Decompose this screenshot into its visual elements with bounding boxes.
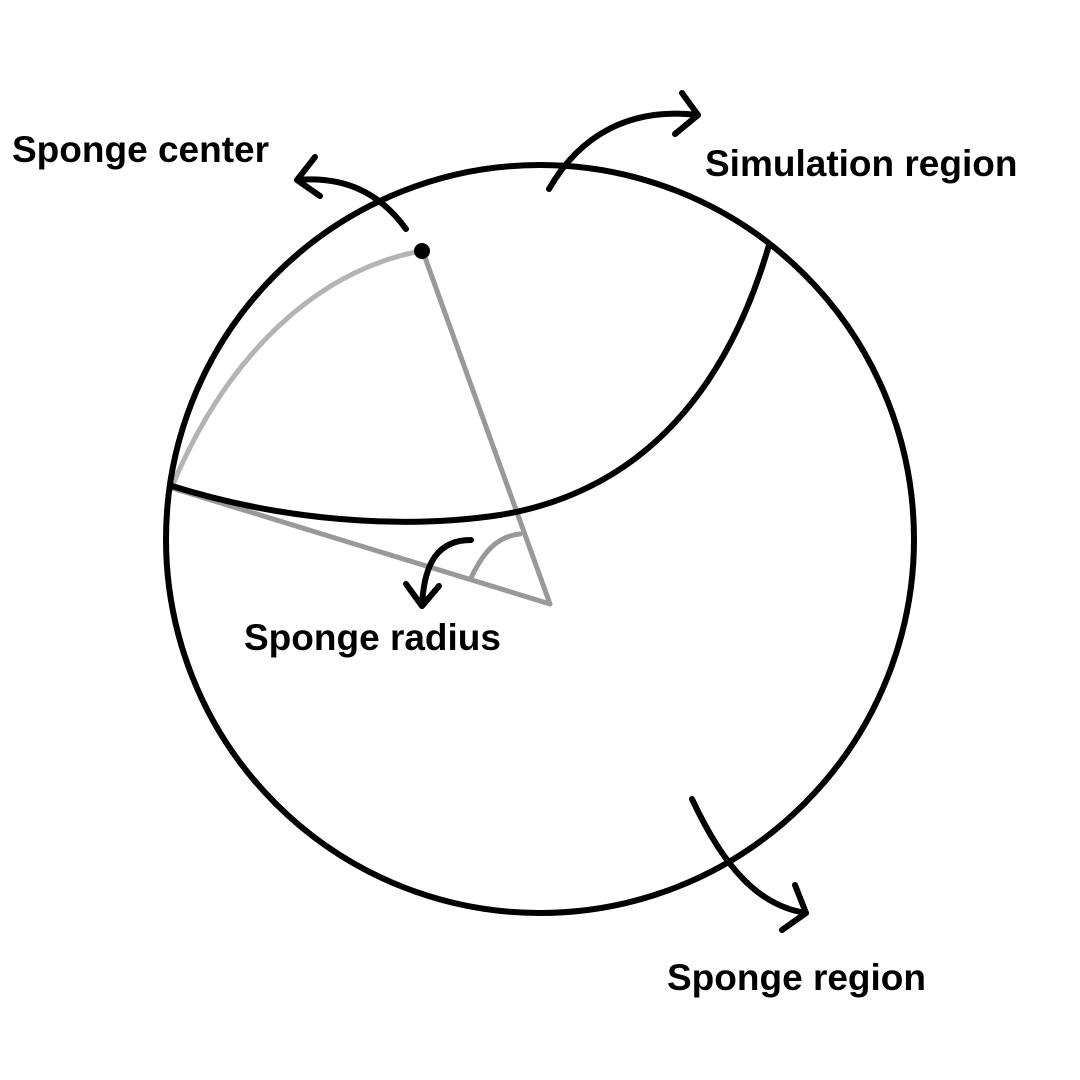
sponge-region-label: Sponge region — [667, 957, 926, 998]
sponge-center-point — [414, 243, 430, 259]
radius-line-lower — [169, 485, 553, 607]
sponge-region-arrow — [689, 796, 809, 933]
sponge-radius-arrow — [403, 537, 474, 609]
sponge-center-label: Sponge center — [12, 129, 269, 170]
sponge-center-arrow — [294, 154, 409, 232]
simulation-region-circle — [163, 162, 917, 916]
sponge-radius-label: Sponge radius — [244, 617, 501, 658]
angle-arc — [468, 531, 523, 581]
simulation-region-label: Simulation region — [705, 143, 1017, 184]
sponge-boundary-curve — [169, 242, 772, 525]
simulation-region-arrow — [546, 90, 701, 192]
radius-line-upper — [420, 249, 553, 607]
sponge-arc — [170, 248, 424, 487]
